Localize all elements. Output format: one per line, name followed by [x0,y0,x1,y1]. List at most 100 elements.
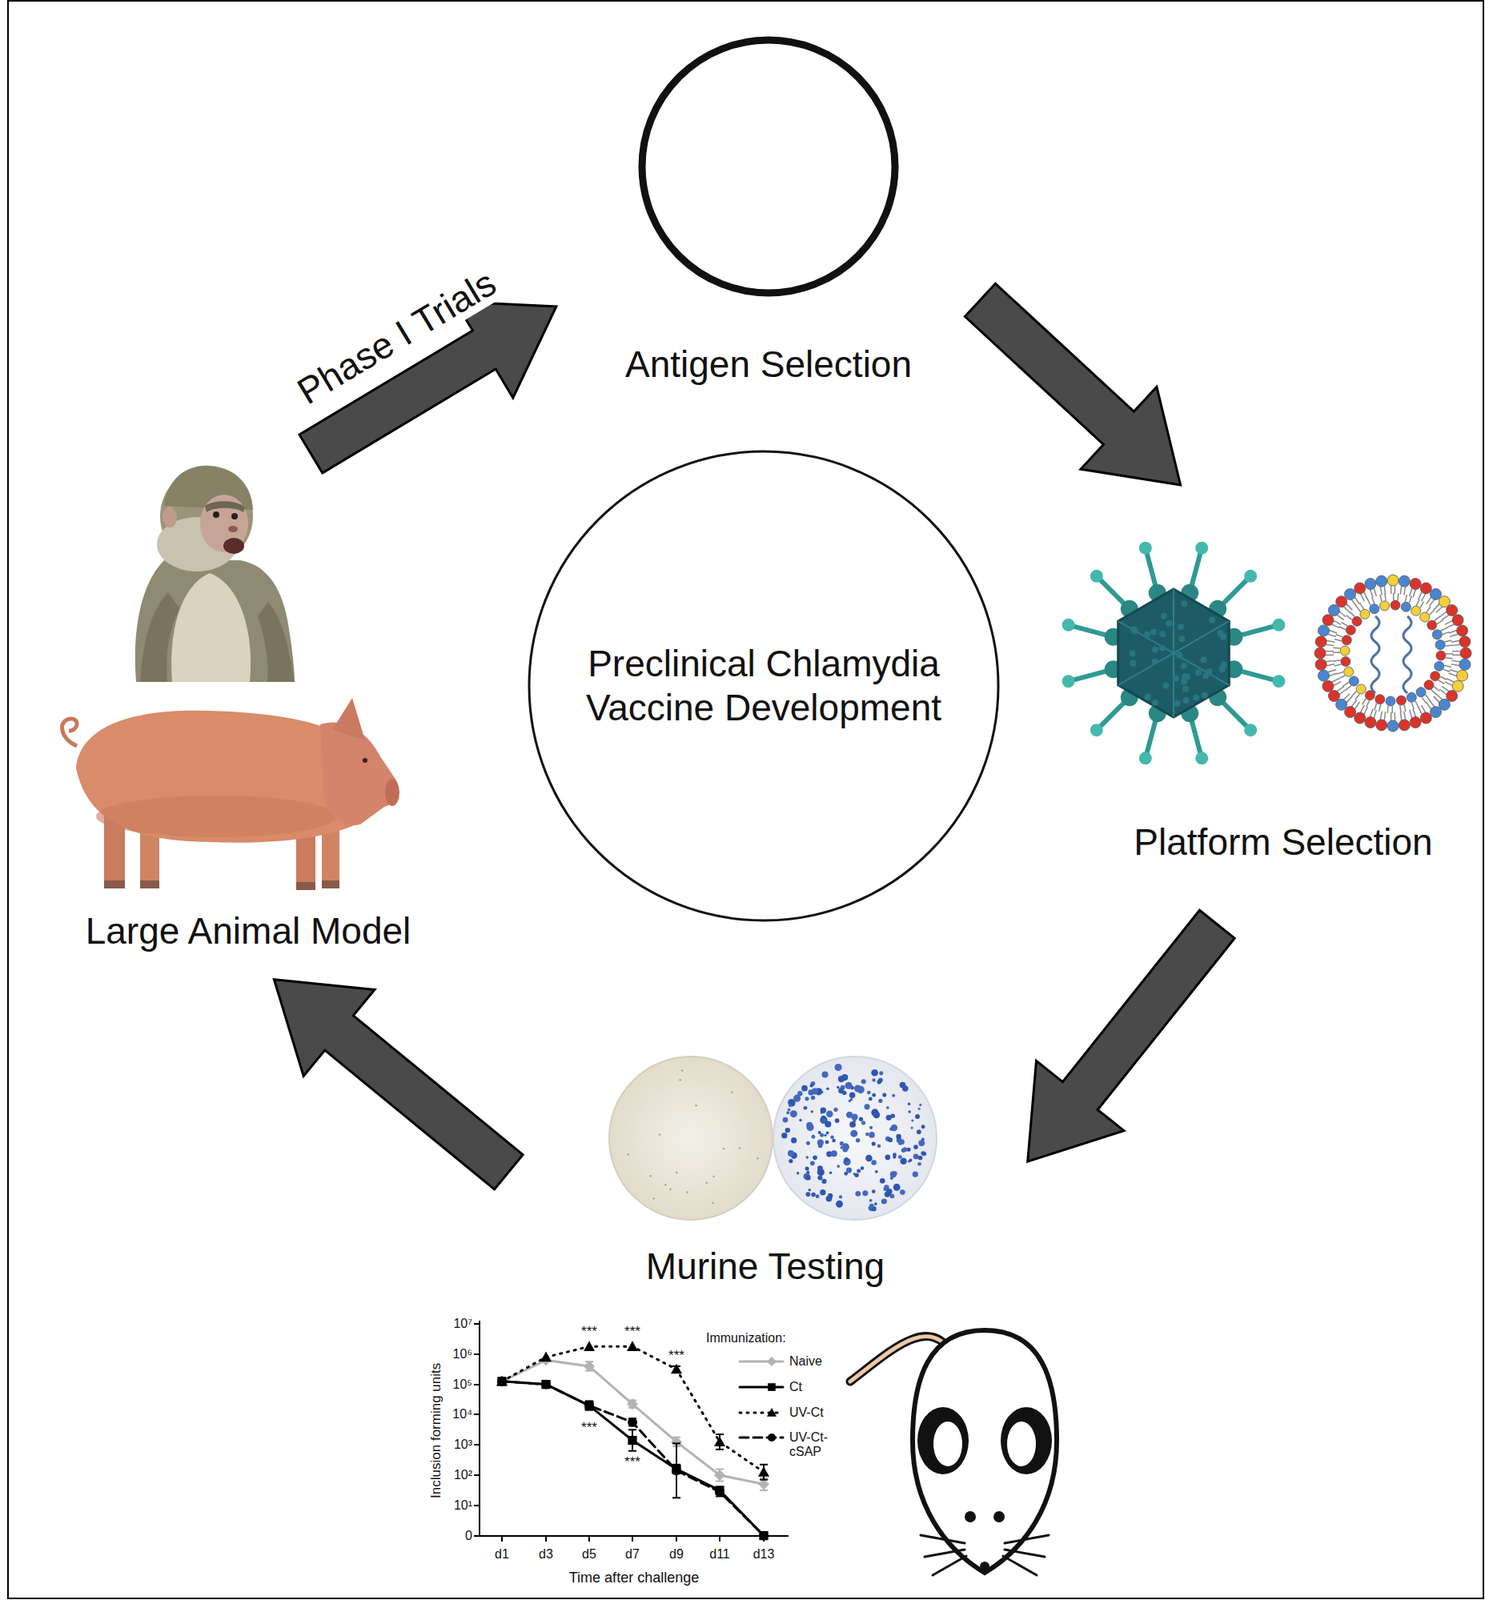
lipid-head [1340,656,1351,667]
chart-axes [473,1320,789,1542]
spike-tip [1195,541,1209,555]
colony-spot [806,1192,811,1197]
capsomer [1178,635,1185,643]
colony-spot [810,1095,815,1100]
marker [767,1383,776,1392]
lipid-tail [1366,700,1370,707]
lipid-tail [1324,650,1334,653]
lipid-tail [1332,620,1341,625]
lipid-head [1452,680,1464,692]
colony-spot [817,1139,824,1147]
plate-speck [627,1153,630,1156]
colony-spot [850,1098,853,1101]
legend-sample [738,1405,785,1421]
lipid-head [1364,577,1377,590]
marker [758,1478,770,1490]
lipid-tail [1440,676,1447,680]
lipid-tail [1448,673,1457,677]
data-line [501,1360,764,1485]
woman-icon [642,40,896,299]
colony-spot [912,1171,919,1178]
capsomer [1208,617,1216,624]
lipid-tail [1356,606,1361,612]
lipid-tail [1451,644,1461,646]
colony-spot [804,1096,809,1101]
tick-label: 10³ [453,1437,473,1453]
colony-spot [790,1137,797,1144]
capsomer [1151,646,1159,653]
lipid-tail [1449,670,1459,673]
circle-shape [529,451,999,921]
tick-label: 10⁵ [453,1377,473,1393]
colony-spot [788,1099,796,1108]
stage-label: Preclinical Chlamydia Vaccine Developmen… [571,642,956,731]
colony-spot [858,1116,863,1121]
marker [766,1408,777,1417]
plate-speck [669,1188,671,1191]
colony-spot [856,1169,861,1174]
colony-spot [836,1086,839,1089]
capsomer [1220,634,1227,641]
lipid-tail [1364,706,1369,715]
lipid-tail [1434,616,1441,622]
lipid-head [1340,646,1350,656]
lipid-head [1385,696,1396,707]
lipid-tail [1436,694,1443,701]
colony-spot [838,1075,845,1083]
lipid-tail [1387,706,1389,714]
lipid-tail [1448,630,1457,634]
plate-speck [694,1104,697,1107]
lipid-tail [1390,712,1393,722]
colony-spot [917,1162,922,1167]
capsomer [1195,669,1202,676]
colony-spot [815,1194,820,1199]
capsomer [1200,656,1208,663]
stage-node: Antigen Selection [560,32,977,395]
colony-spot [849,1092,856,1100]
lipid-tail [1393,585,1396,594]
plate-speck [681,1069,683,1072]
colony-spot [834,1063,843,1072]
lipid-head [1420,582,1432,594]
error-cap [672,1442,681,1445]
lipid-head [1356,684,1366,695]
lipid-head [1376,719,1388,731]
lipid-tail [1380,711,1382,721]
lipid-head [1460,647,1472,659]
colony-spot [878,1099,883,1104]
lipid-tail [1443,669,1451,672]
lipid-tail [1420,602,1425,609]
colony-spot [834,1118,840,1124]
lipid-tail [1374,703,1377,711]
marker [583,1340,595,1352]
marker [626,1340,639,1352]
colony-spot [824,1120,831,1128]
lipid-head [1354,712,1366,724]
lipid-tail [1433,603,1441,611]
colony-spot [846,1111,853,1119]
lipid-tail [1445,657,1453,659]
lipid-tail [1380,594,1382,603]
lipid-tail [1400,711,1401,721]
lipid-tail [1452,654,1461,656]
capsid-facet [1118,653,1174,686]
colony-spot [868,1131,875,1139]
lipid-tail [1431,690,1437,695]
marker [584,1400,594,1411]
lipid-tail [1354,702,1360,710]
lipid-head [1317,670,1329,682]
tick-label: 0 [465,1529,473,1544]
marker [670,1364,683,1375]
colony-spot [805,1175,811,1180]
colony-spot [817,1175,823,1181]
tick-label: 10¹ [453,1498,473,1514]
lipid-tail [1325,664,1335,667]
lipid-tail [1331,678,1340,683]
plate-speck [730,1091,733,1093]
marker [496,1376,508,1387]
colony-spot [787,1108,791,1112]
lipid-head [1427,620,1437,631]
lipid-tail [1392,593,1395,601]
colony-spot [874,1170,879,1174]
